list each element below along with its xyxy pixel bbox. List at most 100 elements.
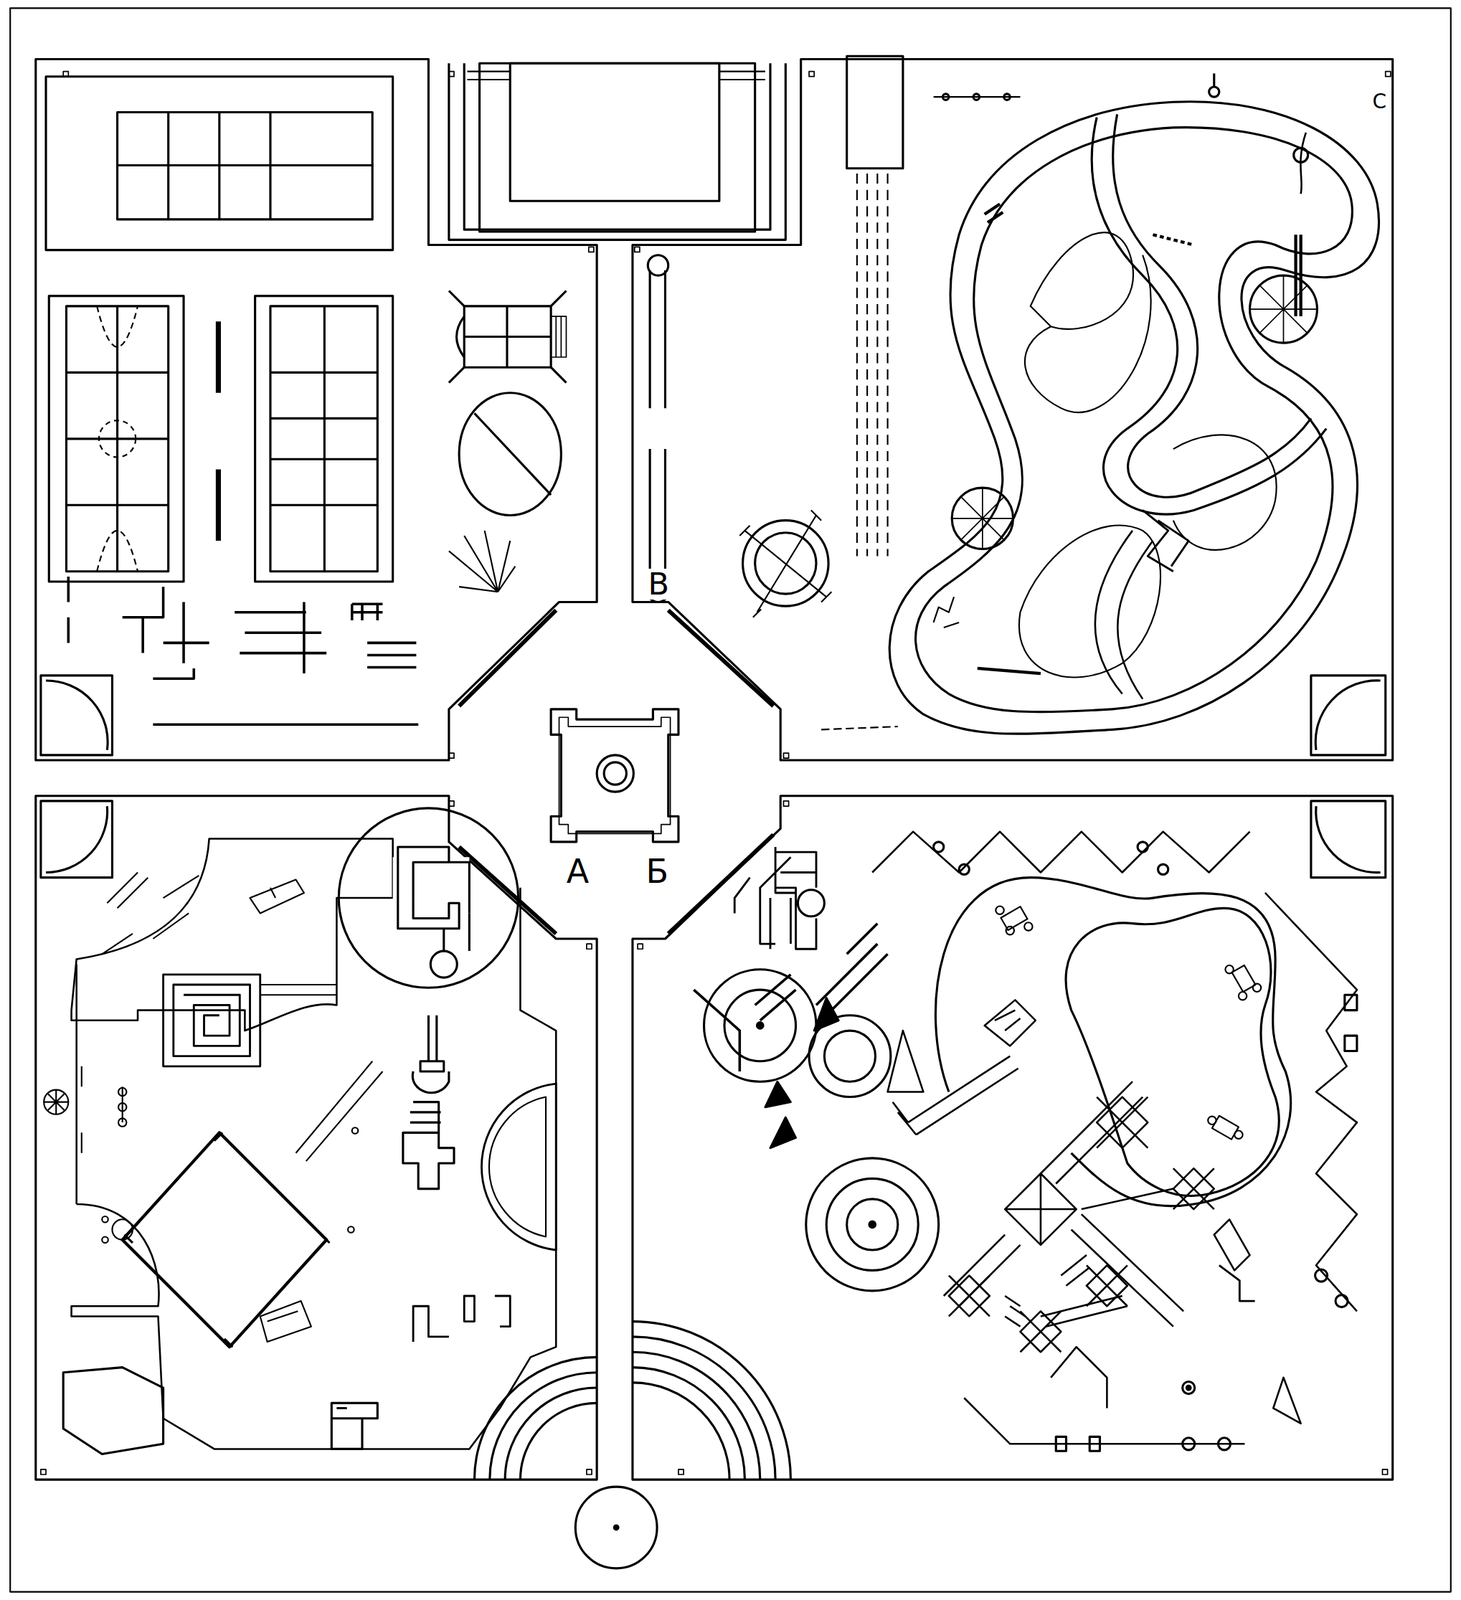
round-plaza	[338, 808, 518, 988]
bench	[215, 321, 221, 541]
entrance-circle	[613, 1525, 619, 1530]
bench-symbol	[933, 596, 960, 628]
court	[48, 296, 184, 582]
fence	[1004, 93, 1011, 101]
sculpture	[1273, 1377, 1301, 1424]
maze-bench	[775, 852, 817, 949]
fountain	[603, 762, 627, 785]
half-round	[481, 1083, 556, 1251]
small-play	[413, 1296, 510, 1342]
corner-ornament	[40, 675, 1386, 878]
zone-letter: А	[564, 854, 591, 888]
fence	[1055, 1436, 1066, 1451]
fence	[1089, 1436, 1100, 1451]
ring-play	[869, 1221, 876, 1228]
zigzag-fence	[1315, 1269, 1328, 1282]
ring-play	[826, 1178, 919, 1271]
zigzag-fence	[872, 831, 1250, 873]
swing-post	[448, 530, 515, 592]
court-lines	[65, 306, 168, 572]
flower-bed	[63, 1367, 163, 1455]
play-structure	[887, 999, 1251, 1408]
post	[1182, 1382, 1195, 1395]
fence	[1217, 1438, 1231, 1451]
walkway	[296, 1061, 384, 1162]
central-plaza	[559, 717, 671, 834]
tree	[951, 275, 1317, 549]
fence	[821, 726, 898, 730]
ring-play	[756, 1022, 764, 1030]
zigzag-fence	[1137, 842, 1148, 853]
round-pitch	[474, 413, 551, 495]
ring-play	[824, 1030, 876, 1082]
alley	[857, 173, 888, 557]
maze-bench	[797, 890, 825, 917]
fence	[933, 96, 1021, 98]
climbing-wall	[1142, 509, 1189, 571]
fence	[1182, 1438, 1195, 1451]
half-round	[489, 1097, 546, 1238]
picnic-table	[995, 905, 1261, 1139]
fence	[942, 93, 949, 101]
lamp	[1293, 147, 1309, 163]
kiosk	[331, 1402, 378, 1449]
pavilion	[847, 55, 903, 169]
pool-basin	[509, 63, 720, 201]
post	[1186, 1385, 1191, 1390]
maze-bench	[430, 951, 457, 978]
slide	[403, 1102, 455, 1190]
gym-frame	[448, 291, 567, 384]
sand-pit	[122, 1132, 327, 1347]
maze-bench	[734, 847, 796, 949]
central-plaza	[550, 709, 679, 843]
paved-area	[71, 887, 557, 1450]
zigzag-fence	[933, 842, 944, 853]
hill-paths	[889, 101, 1379, 734]
entrance-circle	[575, 1486, 657, 1569]
block-outline	[35, 796, 597, 1480]
zigzag-fence	[1265, 892, 1358, 1312]
court-lines	[270, 306, 378, 572]
pool-edge	[448, 63, 786, 240]
ring-play	[724, 989, 797, 1062]
zigzag-fence	[1335, 1295, 1348, 1308]
bench-path	[647, 255, 668, 276]
square-maze	[163, 974, 261, 1067]
block-outline	[632, 796, 1393, 1480]
amphitheatre	[632, 1321, 791, 1481]
tent	[765, 998, 839, 1149]
lamp	[1209, 86, 1220, 97]
round-stage	[739, 509, 832, 617]
pool	[479, 63, 756, 232]
court-lines	[98, 420, 136, 457]
lamp	[1212, 73, 1215, 87]
court	[45, 76, 394, 251]
plaza-edge	[459, 610, 774, 934]
exercise-bars	[68, 576, 419, 725]
ring-play	[806, 1158, 939, 1292]
bridge	[1152, 234, 1194, 245]
zone-letter: В	[645, 568, 672, 600]
sand-pit	[124, 1132, 330, 1347]
corner-post	[40, 71, 1391, 1475]
walkway	[260, 984, 338, 995]
ring-play	[847, 1199, 898, 1251]
low-wall	[693, 923, 888, 1072]
zigzag-fence	[958, 864, 969, 875]
outer-frame	[10, 7, 1451, 1592]
court	[255, 296, 394, 582]
maze-bench	[443, 913, 470, 952]
bridge	[977, 204, 1302, 675]
maze-bench	[398, 847, 470, 929]
zigzag-fence	[1344, 1035, 1358, 1051]
fence	[1219, 1265, 1256, 1302]
pool-steps	[466, 71, 765, 80]
zigzag-fence	[1158, 864, 1169, 875]
ring-play	[704, 969, 817, 1083]
slide	[412, 1015, 449, 1094]
court-lines	[96, 306, 138, 572]
zone-letter: Б	[644, 854, 672, 888]
lawn	[1065, 908, 1279, 1196]
fence	[973, 93, 980, 101]
